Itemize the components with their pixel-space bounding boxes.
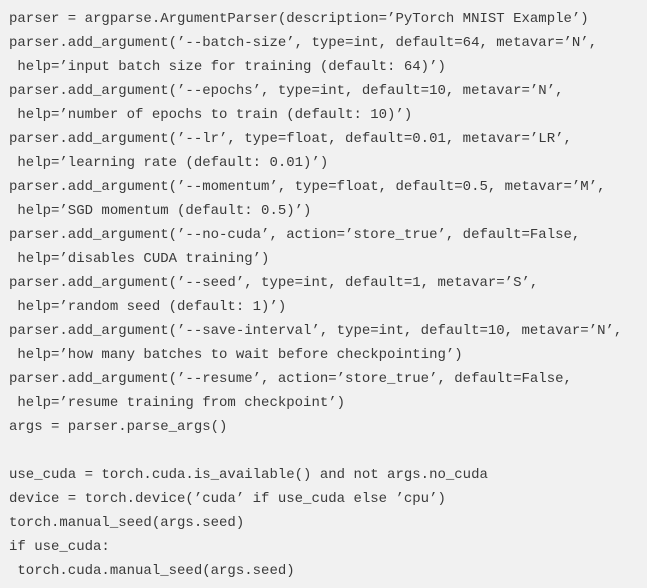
- code-line: parser.add_argument(’--resume’, action=’…: [9, 371, 572, 387]
- code-line: help=’how many batches to wait before ch…: [9, 347, 463, 363]
- code-line: help=’disables CUDA training’): [9, 251, 270, 267]
- code-line: device = torch.device(’cuda’ if use_cuda…: [9, 491, 446, 507]
- code-line: parser.add_argument(’--momentum’, type=f…: [9, 179, 606, 195]
- code-line: parser.add_argument(’--batch-size’, type…: [9, 35, 598, 51]
- code-line: torch.cuda.manual_seed(args.seed): [9, 563, 295, 579]
- code-line: help=’number of epochs to train (default…: [9, 107, 413, 123]
- code-line: parser.add_argument(’--no-cuda’, action=…: [9, 227, 581, 243]
- code-line: parser.add_argument(’--seed’, type=int, …: [9, 275, 539, 291]
- code-line: args = parser.parse_args(): [9, 419, 228, 435]
- code-line: parser = argparse.ArgumentParser(descrip…: [9, 11, 589, 27]
- code-line: use_cuda = torch.cuda.is_available() and…: [9, 467, 488, 483]
- code-line: help=’random seed (default: 1)’): [9, 299, 287, 315]
- code-line-blank: [9, 439, 643, 463]
- code-line: torch.manual_seed(args.seed): [9, 515, 245, 531]
- code-line: help=’SGD momentum (default: 0.5)’): [9, 203, 312, 219]
- code-line: parser.add_argument(’--epochs’, type=int…: [9, 83, 564, 99]
- code-line: parser.add_argument(’--lr’, type=float, …: [9, 131, 572, 147]
- code-line: if use_cuda:: [9, 539, 110, 555]
- code-line: help=’input batch size for training (def…: [9, 59, 446, 75]
- code-line: help=’learning rate (default: 0.01)’): [9, 155, 329, 171]
- code-line: help=’resume training from checkpoint’): [9, 395, 346, 411]
- code-line: parser.add_argument(’--save-interval’, t…: [9, 323, 623, 339]
